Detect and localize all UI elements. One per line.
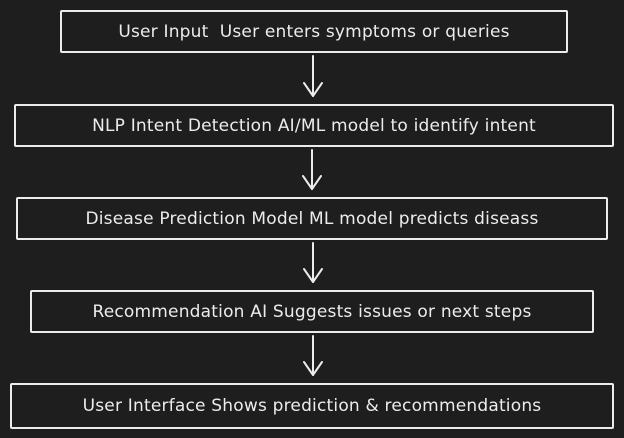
step-label: User Interface Shows prediction & recomm… bbox=[82, 396, 542, 416]
step-disease-prediction-model: Disease Prediction Model ML model predic… bbox=[16, 197, 608, 240]
step-label: Disease Prediction Model ML model predic… bbox=[85, 208, 539, 229]
step-recommendation-ai: Recommendation AI Suggests issues or nex… bbox=[30, 290, 594, 333]
step-label: User Input User enters symptoms or queri… bbox=[118, 21, 510, 42]
arrow-4 bbox=[303, 335, 323, 376]
step-user-interface: User Interface Shows prediction & recomm… bbox=[10, 383, 614, 429]
step-label: NLP Intent Detection AI/ML model to iden… bbox=[92, 115, 536, 136]
arrow-3 bbox=[303, 242, 323, 283]
arrow-2 bbox=[302, 149, 322, 190]
step-nlp-intent-detection: NLP Intent Detection AI/ML model to iden… bbox=[14, 104, 614, 147]
step-user-input: User Input User enters symptoms or queri… bbox=[60, 10, 568, 53]
arrow-1 bbox=[303, 55, 323, 97]
step-label: Recommendation AI Suggests issues or nex… bbox=[92, 301, 532, 322]
